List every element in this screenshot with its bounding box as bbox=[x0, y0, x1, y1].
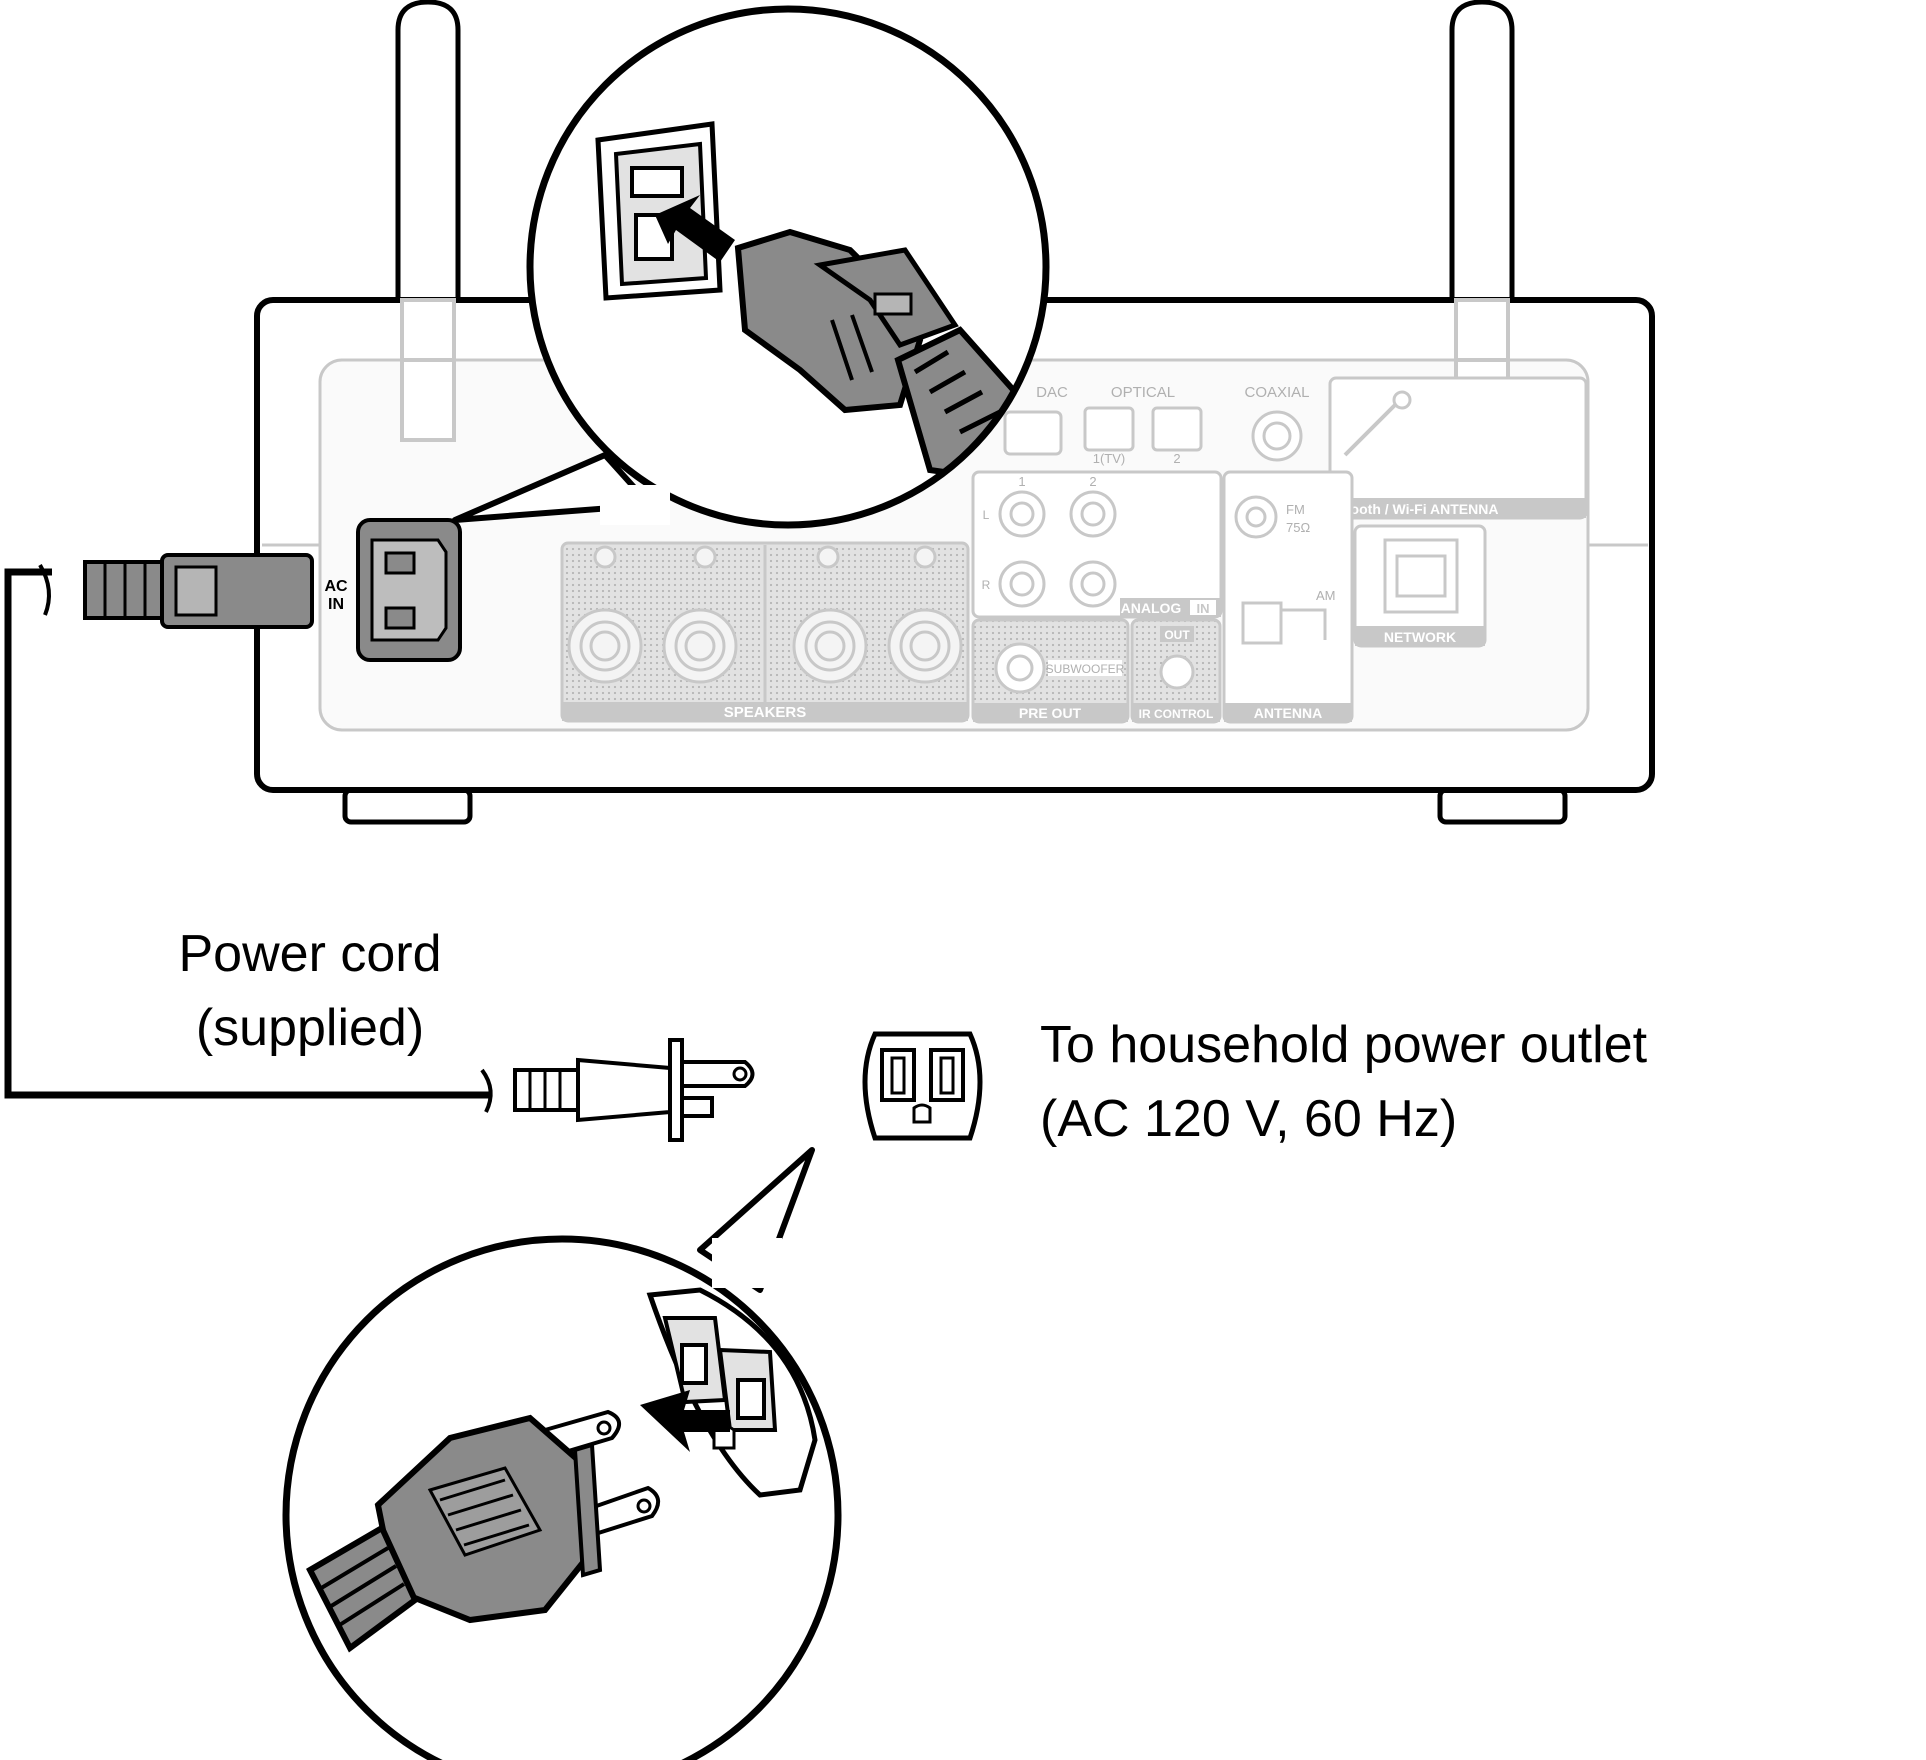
ac-in-label-2: IN bbox=[328, 596, 344, 613]
iec-connector bbox=[38, 553, 314, 629]
analog-in: 1 2 L R ANALOG IN bbox=[971, 470, 1223, 619]
optical-label: OPTICAL bbox=[1111, 384, 1175, 401]
ir-control: OUT IR CONTROL bbox=[1130, 618, 1222, 724]
magnifier-ac-in bbox=[452, 5, 1050, 529]
out-label: OUT bbox=[1164, 628, 1190, 642]
outlet-caption: To household power outlet (AC 120 V, 60 … bbox=[1040, 1008, 1647, 1156]
coaxial-label: COAXIAL bbox=[1244, 384, 1309, 401]
foot-left bbox=[342, 787, 473, 825]
ac-in-socket bbox=[356, 518, 462, 662]
network-port: NETWORK bbox=[1353, 524, 1487, 648]
wall-outlet-icon bbox=[862, 1031, 983, 1141]
subwoofer-label: SUBWOOFER bbox=[1046, 662, 1125, 676]
pre-out-label: PRE OUT bbox=[1019, 705, 1082, 721]
analog-2-label: 2 bbox=[1089, 474, 1096, 489]
analog-in-label: ANALOG bbox=[1121, 600, 1182, 616]
digital-inputs: DAC OPTICAL 1(TV) 2 COAXIAL bbox=[1003, 384, 1310, 466]
fm-am-antenna: FM 75Ω AM ANTENNA bbox=[1222, 470, 1354, 724]
analog-1-label: 1 bbox=[1018, 474, 1025, 489]
analog-l-label: L bbox=[983, 508, 990, 522]
speakers-label: SPEAKERS bbox=[724, 704, 807, 721]
pre-out: SUBWOOFER PRE OUT bbox=[971, 618, 1130, 724]
bt-wifi-label: Bluetooth / Wi-Fi ANTENNA bbox=[1316, 501, 1499, 517]
outlet-caption-line-2: (AC 120 V, 60 Hz) bbox=[1040, 1090, 1458, 1148]
power-cord bbox=[4, 553, 755, 1142]
wall-plug bbox=[480, 1038, 755, 1142]
analog-r-label: R bbox=[982, 578, 991, 592]
antenna-label: ANTENNA bbox=[1254, 705, 1322, 721]
bt-wifi-antenna-area: Bluetooth / Wi-Fi ANTENNA bbox=[1316, 376, 1588, 520]
fm-ohm-label: 75Ω bbox=[1286, 520, 1310, 535]
outlet-caption-line-1: To household power outlet bbox=[1040, 1016, 1648, 1074]
analog-in-tag: IN bbox=[1197, 601, 1210, 616]
ac-in-label-1: AC bbox=[324, 578, 348, 595]
optical-1-label: 1(TV) bbox=[1093, 451, 1126, 466]
speakers-terminals: SPEAKERS bbox=[560, 541, 970, 723]
power-cord-caption-line-1: Power cord bbox=[178, 925, 442, 983]
insert-arrow-icon bbox=[655, 195, 735, 262]
network-label: NETWORK bbox=[1384, 629, 1456, 645]
dac-label: DAC bbox=[1036, 384, 1068, 401]
optical-2-label: 2 bbox=[1173, 451, 1180, 466]
insert-arrow-icon-2 bbox=[640, 1390, 730, 1452]
foot-right bbox=[1437, 787, 1568, 825]
fm-label: FM bbox=[1286, 502, 1305, 517]
power-cord-caption-line-2: (supplied) bbox=[195, 999, 425, 1057]
am-label: AM bbox=[1316, 588, 1336, 603]
ir-control-label: IR CONTROL bbox=[1139, 707, 1214, 721]
magnifier-outlet bbox=[282, 1147, 842, 1760]
power-cord-caption: Power cord (supplied) bbox=[160, 917, 460, 1065]
